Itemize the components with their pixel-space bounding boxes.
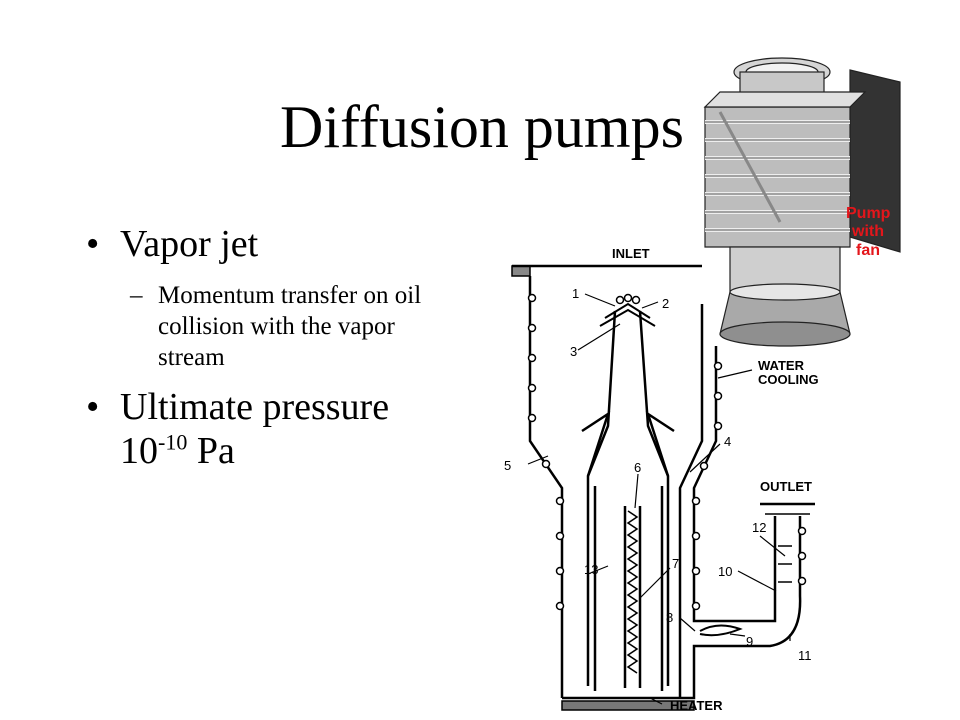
sub-bullet-text: Momentum transfer on oil collision with … bbox=[158, 282, 422, 371]
pressure-base: 10 bbox=[120, 430, 158, 472]
part-1: 1 bbox=[572, 286, 579, 301]
cooling-coils bbox=[527, 293, 807, 611]
label-outlet: OUTLET bbox=[760, 479, 812, 494]
bullet-list: • Vapor jet – Momentum transfer on oil c… bbox=[86, 222, 486, 473]
bullet-ultimate-pressure: • Ultimate pressure 10-10 Pa bbox=[86, 385, 486, 473]
pressure-exponent: -10 bbox=[158, 429, 188, 455]
label-inlet: INLET bbox=[612, 246, 650, 261]
part-3: 3 bbox=[570, 344, 577, 359]
bullet-dot: • bbox=[86, 386, 100, 428]
bullet-vapor-jet: • Vapor jet bbox=[86, 222, 486, 266]
bullet-dot: • bbox=[86, 223, 100, 265]
photo-caption-line-2: with bbox=[851, 223, 884, 240]
slide-title: Diffusion pumps bbox=[280, 94, 684, 160]
label-heater: HEATER bbox=[670, 698, 723, 713]
label-water: WATER bbox=[758, 358, 805, 373]
label-cooling: COOLING bbox=[758, 372, 819, 387]
part-7: 7 bbox=[672, 556, 679, 571]
part-8: 8 bbox=[666, 610, 673, 625]
part-2: 2 bbox=[662, 296, 669, 311]
part-5: 5 bbox=[504, 458, 511, 473]
part-9: 9 bbox=[746, 634, 753, 649]
pump-photo: Pump with fan bbox=[703, 57, 901, 347]
bullet-text: Ultimate pressure bbox=[120, 386, 390, 428]
part-12: 12 bbox=[752, 520, 766, 535]
bullet-text: Vapor jet bbox=[120, 223, 259, 265]
part-4: 4 bbox=[724, 434, 731, 449]
photo-caption-line-1: Pump bbox=[846, 205, 891, 222]
part-10: 10 bbox=[718, 564, 732, 579]
sub-bullet-momentum: – Momentum transfer on oil collision wit… bbox=[86, 280, 458, 373]
part-6: 6 bbox=[634, 460, 641, 475]
sub-bullet-dash: – bbox=[130, 282, 143, 309]
pressure-unit: Pa bbox=[187, 430, 235, 472]
part-13: 13 bbox=[584, 562, 598, 577]
photo-caption-line-3: fan bbox=[856, 242, 880, 259]
part-11: 11 bbox=[798, 648, 812, 663]
diffusion-pump-diagram: INLET WATER COOLING OUTLET HEATER 1 2 3 … bbox=[504, 246, 819, 713]
